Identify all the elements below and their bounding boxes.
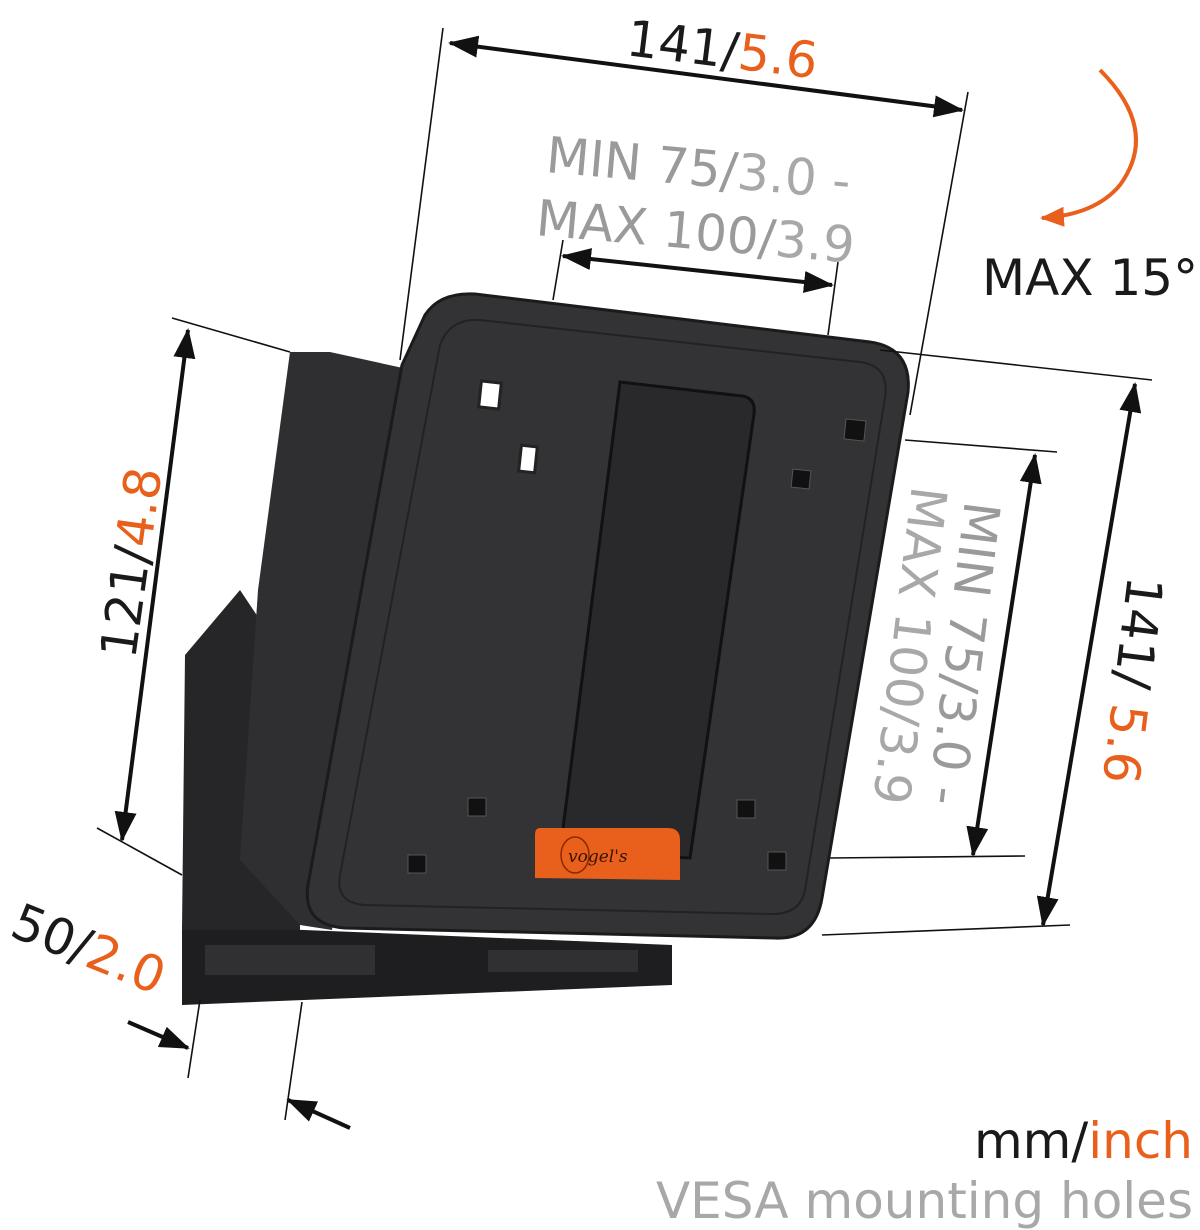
height-total-label: 141/ 5.6 <box>1091 574 1174 787</box>
vesa-caption: VESA mounting holes <box>656 1172 1193 1230</box>
vesa-holes <box>407 379 867 874</box>
tilt-arc-arrow <box>1040 68 1138 227</box>
dimension-arrows <box>114 35 1142 1130</box>
base-slot <box>205 945 375 975</box>
base-slot <box>488 950 638 972</box>
vesa-horizontal-label-line1: MIN 75/3.0 - <box>544 126 853 210</box>
plate-inner-rim <box>338 318 887 916</box>
vogels-logo-badge: vogel's <box>535 828 680 880</box>
vogels-logo: vogel's <box>568 847 628 867</box>
wall-mount-product: vogel's <box>182 292 910 1005</box>
width-total-label: 141/5.6 <box>624 9 821 90</box>
units-legend: mm/inch <box>974 1112 1193 1170</box>
extension-lines <box>96 27 1153 1121</box>
side-panel <box>240 352 412 930</box>
wall-distance-label: 50/2.0 <box>4 892 174 1006</box>
center-slot <box>558 380 756 860</box>
depth-height-label: 121/4.8 <box>89 464 173 662</box>
tilt-label: MAX 15° <box>982 249 1198 307</box>
